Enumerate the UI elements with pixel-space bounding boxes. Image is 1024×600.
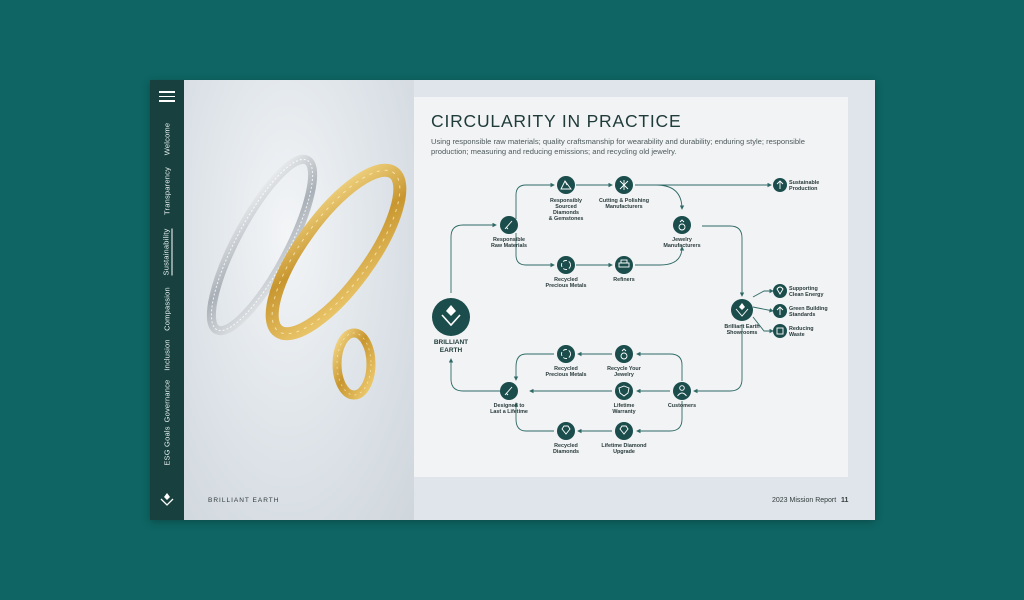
flow-lines	[448, 182, 774, 434]
designed-label-2: Last a Lifetime	[490, 409, 528, 415]
raw-materials-node	[500, 216, 518, 234]
pen-icon	[504, 386, 513, 396]
bracelet-photo	[184, 80, 414, 520]
sourced-label-4: & Gemstones	[549, 216, 584, 222]
content-panel: CIRCULARITY IN PRACTICE Using responsibl…	[414, 97, 848, 477]
jewelry-mfr-label-2: Manufacturers	[663, 243, 700, 249]
diamond-icon	[619, 425, 629, 435]
green-building-label-1: Green Building	[789, 306, 828, 312]
customers-label: Customers	[668, 403, 696, 409]
cutting-node	[615, 176, 633, 194]
diamond-upgrade-label-1: Lifetime Diamond	[601, 443, 646, 449]
nav-welcome[interactable]: Welcome	[162, 122, 172, 156]
brand-icon	[739, 303, 745, 310]
tools-icon	[619, 180, 629, 190]
recycle-jewelry-label-1: Recycle Your	[607, 366, 642, 372]
green-building-node	[773, 304, 787, 318]
sourced-label-3: Diamonds	[553, 210, 579, 216]
turbine-icon	[776, 180, 784, 189]
page-title: CIRCULARITY IN PRACTICE	[431, 111, 682, 131]
recycled-metals-top-node	[557, 256, 575, 274]
clean-energy-node	[773, 284, 787, 298]
nav-transparency[interactable]: Transparency	[162, 167, 172, 215]
designed-label-1: Designed to	[494, 403, 526, 409]
footer-brand: BRILLIANT EARTH	[208, 497, 280, 504]
footer-report-title: 2023 Mission Report	[772, 497, 837, 504]
recycled-diamonds-label-2: Diamonds	[553, 449, 579, 455]
sourced-label-1: Responsibly	[550, 198, 582, 204]
refiners-label: Refiners	[613, 277, 635, 283]
bin-icon	[776, 327, 784, 335]
heart-energy-icon	[776, 286, 784, 295]
circularity-diagram: BRILLIANT EARTH Responsible Raw Material…	[432, 176, 828, 455]
sidebar-nav: Welcome Transparency Sustainability Comp…	[150, 80, 184, 520]
nav-governance[interactable]: Governance	[162, 379, 172, 423]
showrooms-label-2: Showrooms	[727, 330, 758, 336]
warranty-label-2: Warranty	[612, 409, 635, 415]
nav-inclusion[interactable]: Inclusion	[162, 339, 172, 371]
showrooms-label-1: Brilliant Earth	[724, 324, 759, 330]
warranty-node	[615, 382, 633, 400]
cutting-label-2: Manufacturers	[605, 204, 642, 210]
diamond-upgrade-node	[615, 422, 633, 440]
gold-bangle	[265, 163, 407, 341]
ring-icon	[678, 223, 686, 231]
nav-compassion[interactable]: Compassion	[162, 287, 172, 331]
recycled-metals-bottom-label-2: Precious Metals	[545, 372, 586, 378]
warranty-label-1: Lifetime	[614, 403, 635, 409]
brilliant-earth-hub	[432, 298, 470, 336]
hub-label-line1: BRILLIANT	[434, 339, 468, 346]
raw-materials-label-2: Raw Materials	[491, 243, 527, 249]
showrooms-node	[731, 299, 753, 321]
sustainable-label-1: Sustainable	[789, 180, 819, 186]
mining-icon	[560, 180, 572, 190]
recycled-metals-top-label-1: Recycled	[554, 277, 578, 283]
recycle-icon	[561, 349, 571, 359]
jewelry-mfr-label-1: Jewelry	[672, 237, 692, 243]
clean-energy-label-2: Clean Energy	[789, 292, 823, 298]
gold-ring	[332, 328, 376, 400]
turbine-icon	[776, 306, 784, 315]
shield-icon	[618, 385, 630, 397]
clean-energy-label-1: Supporting	[789, 286, 818, 292]
brand-logo-icon	[160, 493, 174, 506]
customers-node	[673, 382, 691, 400]
diamond-icon	[561, 425, 571, 435]
raw-materials-label-1: Responsible	[493, 237, 525, 243]
responsibly-sourced-node	[557, 176, 575, 194]
recycle-jewelry-label-2: Jewelry	[614, 372, 634, 378]
recycled-metals-bottom-node	[557, 345, 575, 363]
recycle-icon	[561, 260, 571, 270]
nav-sustainability[interactable]: Sustainability	[161, 228, 173, 276]
recycled-metals-top-label-2: Precious Metals	[545, 283, 586, 289]
ring-icon	[620, 352, 628, 360]
recycled-diamonds-label-1: Recycled	[554, 443, 578, 449]
green-building-label-2: Standards	[789, 312, 815, 318]
reducing-waste-label-1: Reducing	[789, 326, 814, 332]
sustainable-production-node	[773, 178, 787, 192]
person-icon	[679, 385, 685, 391]
page-subtitle: Using responsible raw materials; quality…	[431, 137, 805, 156]
menu-icon[interactable]	[159, 91, 175, 103]
jewelry-mfr-node	[673, 216, 691, 234]
diamond-upgrade-label-2: Upgrade	[613, 449, 635, 455]
pen-icon	[504, 220, 513, 230]
recycled-diamonds-node	[557, 422, 575, 440]
cutting-label-1: Cutting & Polishing	[599, 198, 649, 204]
silver-bangle	[206, 154, 318, 336]
page-number: 11	[841, 497, 849, 504]
nav-esg-goals[interactable]: ESG Goals	[162, 426, 172, 466]
sustainable-label-2: Production	[789, 186, 817, 192]
recycled-metals-bottom-label-1: Recycled	[554, 366, 578, 372]
reducing-waste-label-2: Waste	[789, 332, 805, 338]
reducing-waste-node	[773, 324, 787, 338]
sourced-label-2: Sourced	[555, 204, 577, 210]
hub-label-line2: EARTH	[440, 347, 463, 354]
refiners-node	[615, 256, 633, 274]
recycle-jewelry-node	[615, 345, 633, 363]
designed-node	[500, 382, 518, 400]
report-page: Welcome Transparency Sustainability Comp…	[150, 80, 875, 520]
